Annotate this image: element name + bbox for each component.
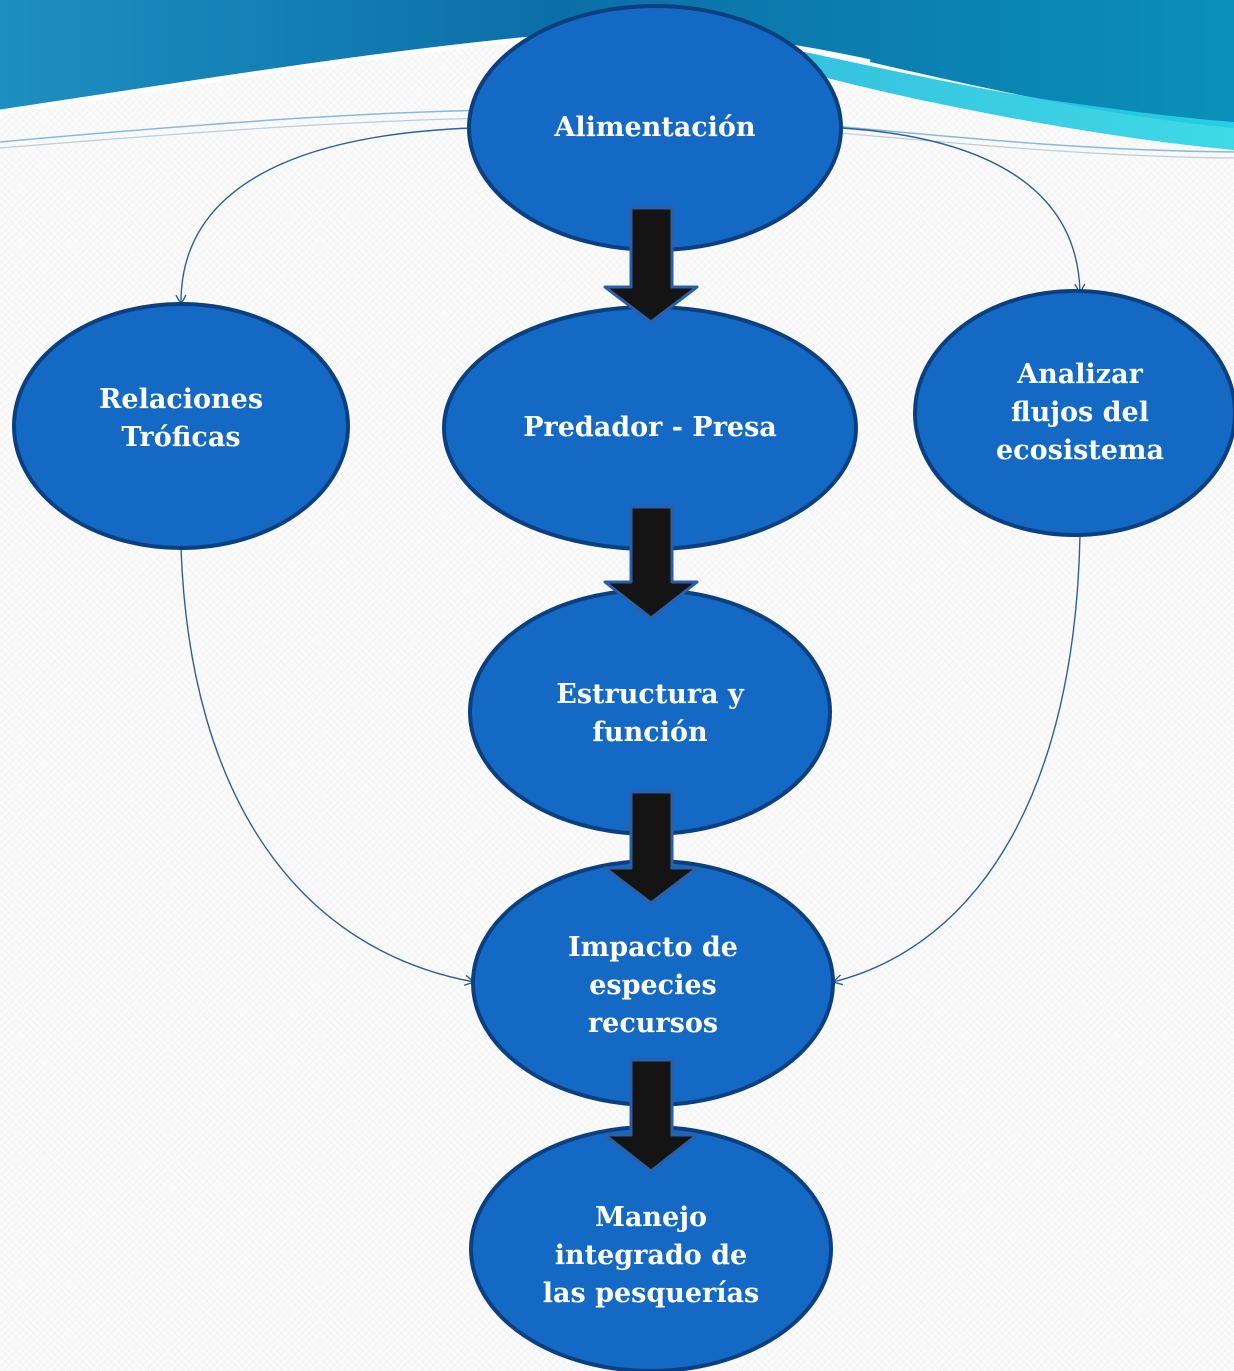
connector-alimentacion-to-analizar [841, 127, 1086, 295]
connector-relaciones-to-impacto [180, 547, 476, 986]
block-arrow-alimentacion-to-predador [603, 206, 699, 324]
block-arrows [603, 206, 699, 1173]
connector-analizar-to-impacto [831, 534, 1081, 986]
block-arrow-predador-to-estructura [603, 505, 699, 620]
node-analizar-flujos [913, 289, 1234, 537]
block-arrow-estructura-to-impacto [603, 790, 699, 905]
node-relaciones-troficas [12, 302, 350, 550]
connector-alimentacion-to-relaciones [175, 127, 473, 306]
block-arrow-impacto-to-manejo [603, 1058, 699, 1173]
